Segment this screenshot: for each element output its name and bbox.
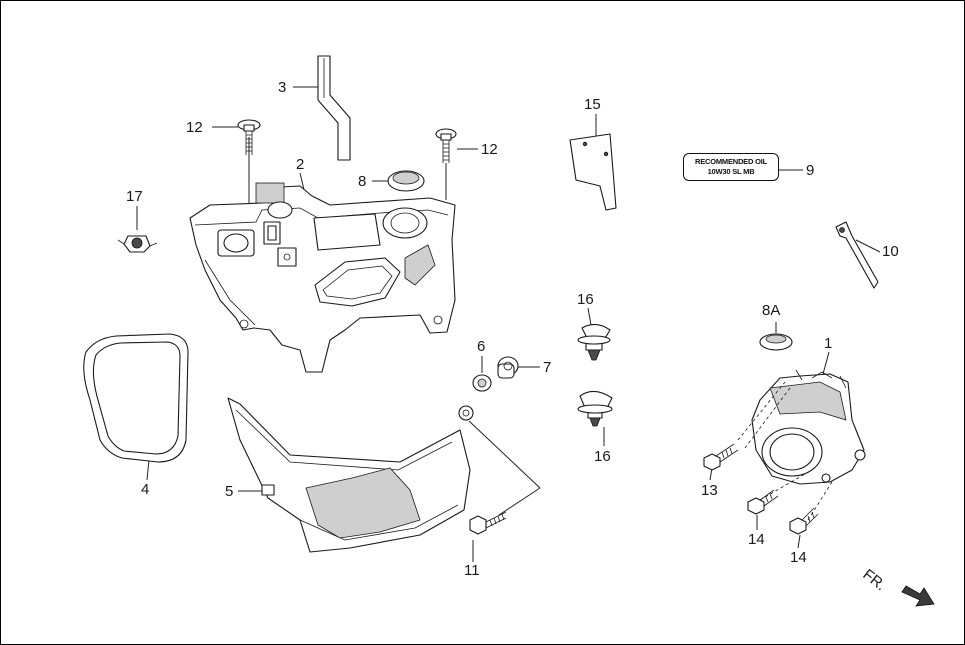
part-17-clip	[117, 235, 158, 253]
part-12-bolt-left	[237, 119, 261, 155]
callout-6: 6	[477, 338, 486, 355]
callout-2: 2	[296, 156, 305, 173]
part-10-tie	[835, 221, 879, 289]
callout-7: 7	[543, 359, 552, 376]
part-2-upper-cover	[189, 182, 456, 373]
callout-5: 5	[225, 483, 234, 500]
part-16-rivet-lower	[577, 390, 613, 427]
callout-14-right: 14	[790, 549, 807, 566]
part-14-bolt-right	[789, 507, 819, 535]
callout-1: 1	[824, 335, 833, 352]
callout-8: 8	[358, 173, 367, 190]
callout-8a: 8A	[762, 302, 781, 319]
callout-12-right: 12	[481, 141, 498, 158]
callout-3: 3	[278, 79, 287, 96]
callout-9: 9	[806, 162, 815, 179]
oil-label-line1: RECOMMENDED OIL	[694, 157, 767, 166]
part-7-collar	[497, 356, 519, 379]
part-15-plate	[569, 133, 617, 211]
callout-4: 4	[141, 481, 150, 498]
callout-14-left: 14	[748, 531, 765, 548]
front-direction-arrow	[901, 585, 935, 607]
part-13-bolt	[703, 443, 739, 471]
part-8-grommet	[387, 170, 425, 192]
part-14-bolt-left	[747, 489, 779, 515]
oil-label-line2: 10W30 SL MB	[707, 167, 755, 176]
callout-16-lower: 16	[594, 448, 611, 465]
part-8a-grommet	[759, 333, 793, 351]
callout-16-upper: 16	[577, 291, 594, 308]
callout-10: 10	[882, 243, 899, 260]
callout-15: 15	[584, 96, 601, 113]
part-4-gasket	[83, 333, 189, 463]
part-6-grommet	[472, 374, 492, 392]
callout-11: 11	[464, 562, 480, 579]
part-11-bolt	[469, 511, 507, 535]
part-9-oil-label: RECOMMENDED OIL 10W30 SL MB	[683, 153, 779, 181]
callout-13: 13	[701, 482, 718, 499]
part-1-housing	[737, 369, 866, 521]
part-5-lower-cover	[227, 397, 474, 553]
callout-12-left: 12	[186, 119, 203, 136]
callout-17: 17	[126, 188, 143, 205]
part-3-bracket	[317, 55, 351, 161]
part-16-rivet-upper	[577, 323, 611, 361]
part-12-bolt-right	[435, 128, 457, 163]
